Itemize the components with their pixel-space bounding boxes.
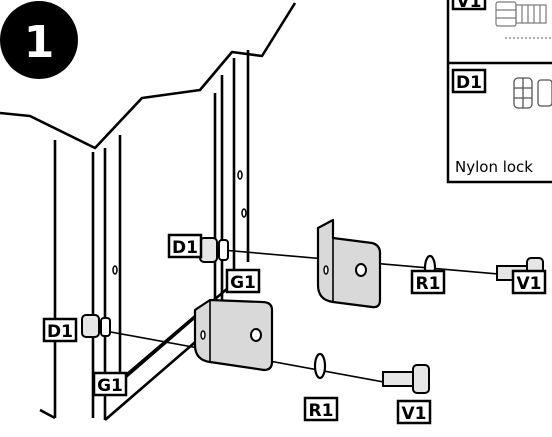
step-badge: 1 xyxy=(0,1,78,79)
upper-washer-tag: R1 xyxy=(416,274,441,294)
upper-nut-tag-box xyxy=(167,233,203,259)
upper-spacer-tag: G1 xyxy=(230,273,256,293)
lower-bracket-hole xyxy=(250,328,262,342)
upper-assembly xyxy=(199,218,544,309)
upper-nut-shape xyxy=(199,237,218,263)
legend-v1-tag-box xyxy=(451,0,487,11)
lower-spacer-shape xyxy=(100,317,111,337)
break-line xyxy=(0,2,297,150)
lower-washer-tag: R1 xyxy=(309,401,334,421)
step-number: 1 xyxy=(24,17,55,68)
upper-bracket-hole-side xyxy=(323,265,329,275)
lower-spacer-tag: G1 xyxy=(97,376,123,396)
lower-bracket-hole-side xyxy=(200,330,206,340)
lower-washer-tag-box xyxy=(303,396,339,422)
hole-1 xyxy=(112,265,118,275)
legend-d1-caption: Nylon lock xyxy=(455,158,533,176)
lower-washer-shape xyxy=(313,352,327,380)
upper-bolt-tag-box xyxy=(511,269,547,295)
callout-tags: D1 G1 R1 V1 D1 G1 R1 V1 xyxy=(42,233,547,425)
legend-d1-code: D1 xyxy=(456,73,482,93)
lower-nut-shape xyxy=(81,314,100,338)
lower-nut-tag: D1 xyxy=(47,322,73,342)
upper-spacer-shape xyxy=(218,239,229,261)
lower-bolt-shank xyxy=(382,371,414,387)
lower-bolt-head xyxy=(412,364,430,394)
lower-bracket xyxy=(193,298,274,372)
lower-bolt-tag: V1 xyxy=(402,404,427,424)
lower-nut-tag-box xyxy=(42,317,78,343)
cabinet-holes xyxy=(112,170,247,275)
base-left xyxy=(39,408,56,420)
hole-2 xyxy=(237,170,243,180)
upper-bracket xyxy=(316,218,382,309)
legend-d1-tag-box xyxy=(451,68,487,94)
lower-bolt-tag-box xyxy=(396,399,432,425)
lower-assembly xyxy=(81,298,430,394)
legend-v1-code: V1 xyxy=(457,0,482,12)
upper-nut-tag: D1 xyxy=(172,238,198,258)
parts-legend: V1 D1 Nylon lock xyxy=(446,0,552,184)
hole-3 xyxy=(241,208,247,218)
legend-bolt-icon xyxy=(495,1,552,39)
upper-bolt-tag: V1 xyxy=(517,274,542,294)
nylon-lock-nut-icon xyxy=(513,77,552,109)
upper-washer-tag-box xyxy=(410,269,446,295)
lower-spacer-tag-box xyxy=(92,371,128,397)
step-badge-circle xyxy=(0,1,78,79)
upper-bracket-hole xyxy=(355,263,367,277)
upper-spacer-tag-box xyxy=(225,268,261,294)
